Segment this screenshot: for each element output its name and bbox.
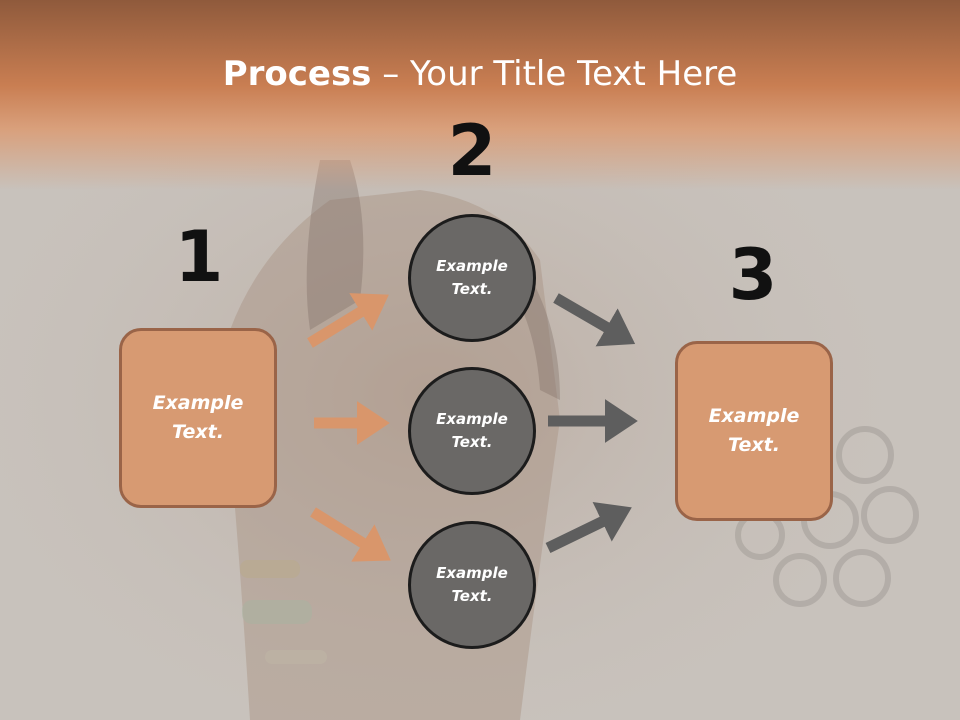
step-number-2: 2	[447, 110, 497, 192]
step-1-box: Example Text.	[119, 328, 277, 508]
step-2-circle-bottom: Example Text.	[408, 521, 536, 649]
arrow-orange-down	[310, 507, 391, 562]
arrow-gray-up	[545, 501, 632, 553]
circle-middle-text: Example Text.	[436, 410, 508, 451]
step-3-box: Example Text.	[675, 341, 833, 521]
step-3-text: Example Text.	[708, 405, 800, 456]
arrow-gray-down	[553, 293, 636, 347]
step-1-text: Example Text.	[152, 392, 244, 443]
circle-bottom-text: Example Text.	[436, 564, 508, 605]
arrow-orange-up	[307, 293, 389, 348]
title-rest: – Your Title Text Here	[371, 54, 738, 94]
header-band	[0, 0, 960, 190]
slide-title: Process – Your Title Text Here	[0, 52, 960, 96]
step-number-3: 3	[728, 234, 778, 316]
circle-top-text: Example Text.	[436, 257, 508, 298]
step-number-1: 1	[174, 216, 224, 298]
title-bold: Process	[222, 54, 372, 94]
step-2-circle-top: Example Text.	[408, 214, 536, 342]
step-2-circle-middle: Example Text.	[408, 367, 536, 495]
